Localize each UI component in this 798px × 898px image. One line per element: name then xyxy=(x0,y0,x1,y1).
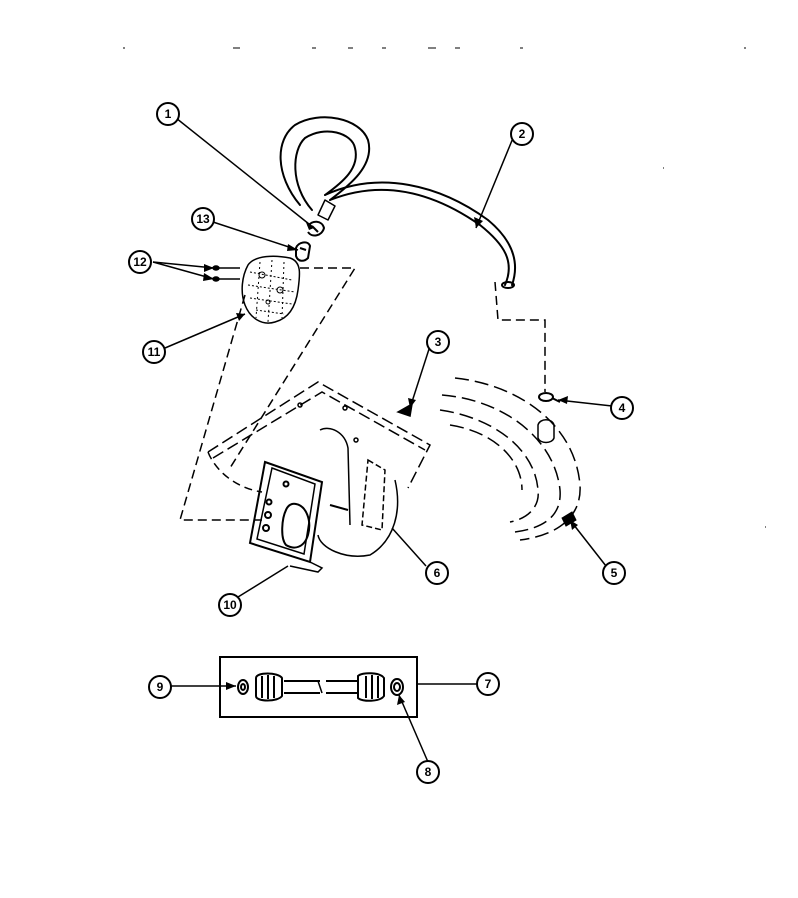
callout-5: 5 xyxy=(602,561,626,585)
spring-clamp xyxy=(538,392,561,403)
hose-kit-box xyxy=(219,656,418,718)
callout-label: 5 xyxy=(611,566,618,580)
callout-label: 13 xyxy=(196,212,210,226)
callout-9: 9 xyxy=(148,675,172,699)
base-frame xyxy=(207,381,431,557)
inlet-hose xyxy=(237,672,404,702)
callout-7: 7 xyxy=(476,672,500,696)
callout-2: 2 xyxy=(510,122,534,146)
callout-label: 1 xyxy=(165,107,172,121)
tub-outline xyxy=(439,377,581,541)
frame-screw xyxy=(396,402,413,417)
callout-12: 12 xyxy=(128,250,152,274)
callout-label: 9 xyxy=(157,680,164,694)
pump-body xyxy=(241,255,301,324)
callout-13: 13 xyxy=(191,207,215,231)
callout-label: 7 xyxy=(485,677,492,691)
callout-1: 1 xyxy=(156,102,180,126)
hose-fitting xyxy=(295,241,312,262)
callout-8: 8 xyxy=(416,760,440,784)
callout-4: 4 xyxy=(610,396,634,420)
callout-label: 8 xyxy=(425,765,432,779)
drain-hose xyxy=(279,116,516,289)
stray-marks xyxy=(663,167,766,528)
callout-label: 6 xyxy=(434,566,441,580)
callout-label: 3 xyxy=(435,335,442,349)
callout-label: 12 xyxy=(133,255,147,269)
callout-3: 3 xyxy=(426,330,450,354)
callout-label: 10 xyxy=(223,598,237,612)
callout-6: 6 xyxy=(425,561,449,585)
tub-clamp xyxy=(561,511,577,527)
pump-screws xyxy=(212,265,240,282)
tub-outlet xyxy=(537,419,555,444)
mounting-plate xyxy=(248,460,324,573)
leader-lines xyxy=(152,117,613,763)
callout-label: 2 xyxy=(519,127,526,141)
assembly-dashed-lines xyxy=(179,267,546,521)
callout-label: 11 xyxy=(148,345,161,359)
leader-arrowheads xyxy=(203,217,578,705)
callout-label: 4 xyxy=(619,401,626,415)
callout-10: 10 xyxy=(218,593,242,617)
callout-11: 11 xyxy=(142,340,166,364)
